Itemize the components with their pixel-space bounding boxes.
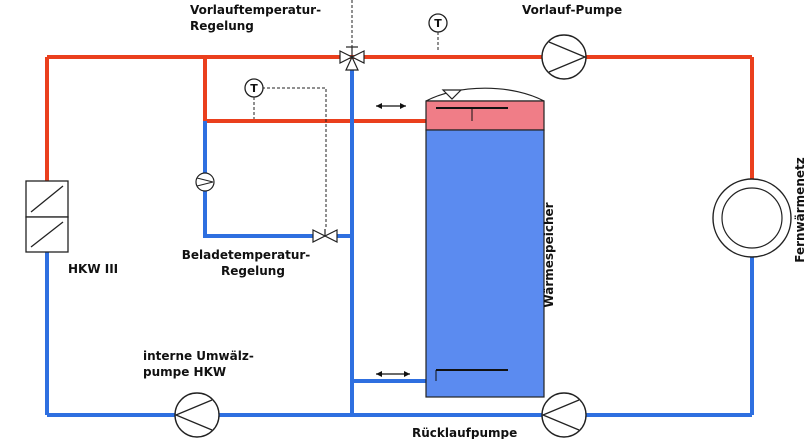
heat-storage-tank: Wärmespeicher <box>425 87 556 398</box>
vorlauf-pumpe-label: Vorlauf-Pumpe <box>522 3 622 17</box>
hkw-heat-exchanger-icon <box>25 180 69 253</box>
ruecklaufpumpe-label: Rücklaufpumpe <box>412 426 517 439</box>
fernwaermenetz-icon <box>712 178 792 258</box>
sensor-t-icon: T <box>434 17 442 30</box>
beladetemperatur-label-1: Beladetemperatur- <box>182 248 311 262</box>
vorlauftemperatur-label-1: Vorlauftemperatur- <box>190 3 321 17</box>
vorlauftemperatur-label-2: Regelung <box>190 19 254 33</box>
tank-label: Wärmespeicher <box>542 202 556 307</box>
tank-hot-layer <box>425 100 545 131</box>
belade-control-line <box>262 87 327 229</box>
small-pump-icon <box>195 172 215 192</box>
control-lines <box>253 0 439 229</box>
hkw-label: HKW III <box>68 262 118 276</box>
sensor-t-icon: T <box>250 82 258 95</box>
double-arrow-icon <box>376 371 410 377</box>
water-level-icon <box>441 89 463 100</box>
interne-umwaelzpumpe-label-1: interne Umwälz- <box>143 349 254 363</box>
temperature-sensor-top: T <box>428 13 448 33</box>
fernwaermenetz-label: Fernwärmenetz <box>793 157 807 262</box>
supply-pipe-tank-feed <box>203 57 426 123</box>
flow-arrows <box>376 103 410 377</box>
beladetemperatur-label-2: Regelung <box>221 264 285 278</box>
loading-loop <box>203 121 316 238</box>
tank-water <box>425 129 545 398</box>
interne-umwaelzpumpe-label-2: pumpe HKW <box>143 365 226 379</box>
supply-pipes <box>45 55 754 185</box>
double-arrow-icon <box>376 103 406 109</box>
temperature-sensor-belade: T <box>244 78 264 98</box>
interne-umwaelzpumpe-icon <box>174 392 220 438</box>
belade-valve-icon <box>312 229 338 243</box>
ruecklaufpumpe-icon <box>541 392 587 438</box>
three-way-valve-icon <box>339 46 365 71</box>
return-pipes <box>45 70 754 417</box>
vorlauf-pump-icon <box>541 34 587 80</box>
